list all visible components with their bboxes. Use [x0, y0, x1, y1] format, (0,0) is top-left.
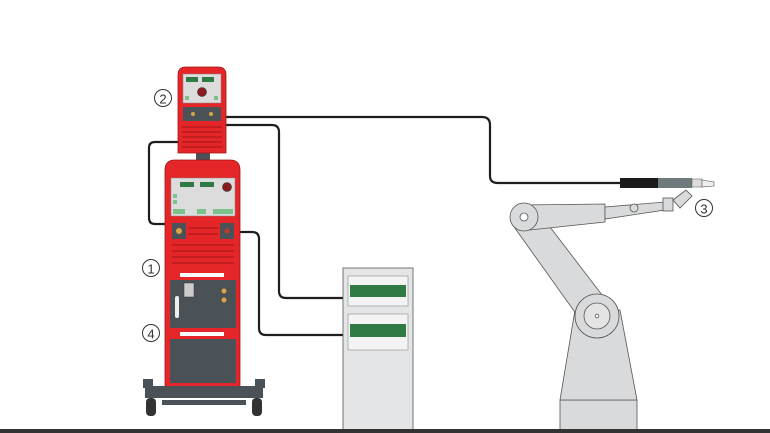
power-source: [143, 159, 265, 416]
callout-4: 4: [142, 324, 160, 342]
welding-torch: [620, 178, 715, 188]
feeder-to-controller-cable: [226, 123, 343, 300]
callout-1: 1: [142, 259, 160, 277]
svg-text:3: 3: [700, 202, 707, 217]
wire-feeder: [177, 66, 227, 165]
svg-text:2: 2: [159, 92, 166, 107]
floor-line: [0, 429, 770, 433]
interconnect-cable: [147, 140, 180, 226]
welding-robot: [509, 189, 693, 431]
callout-3: 3: [695, 199, 713, 217]
robot-controller: [342, 267, 414, 431]
power-to-controller-cable: [240, 230, 343, 337]
cooling-unit: [170, 280, 236, 328]
callout-2: 2: [154, 89, 172, 107]
cables: [147, 115, 620, 337]
svg-text:1: 1: [147, 262, 154, 277]
svg-text:4: 4: [147, 327, 154, 342]
torch-hosepack: [226, 115, 620, 185]
